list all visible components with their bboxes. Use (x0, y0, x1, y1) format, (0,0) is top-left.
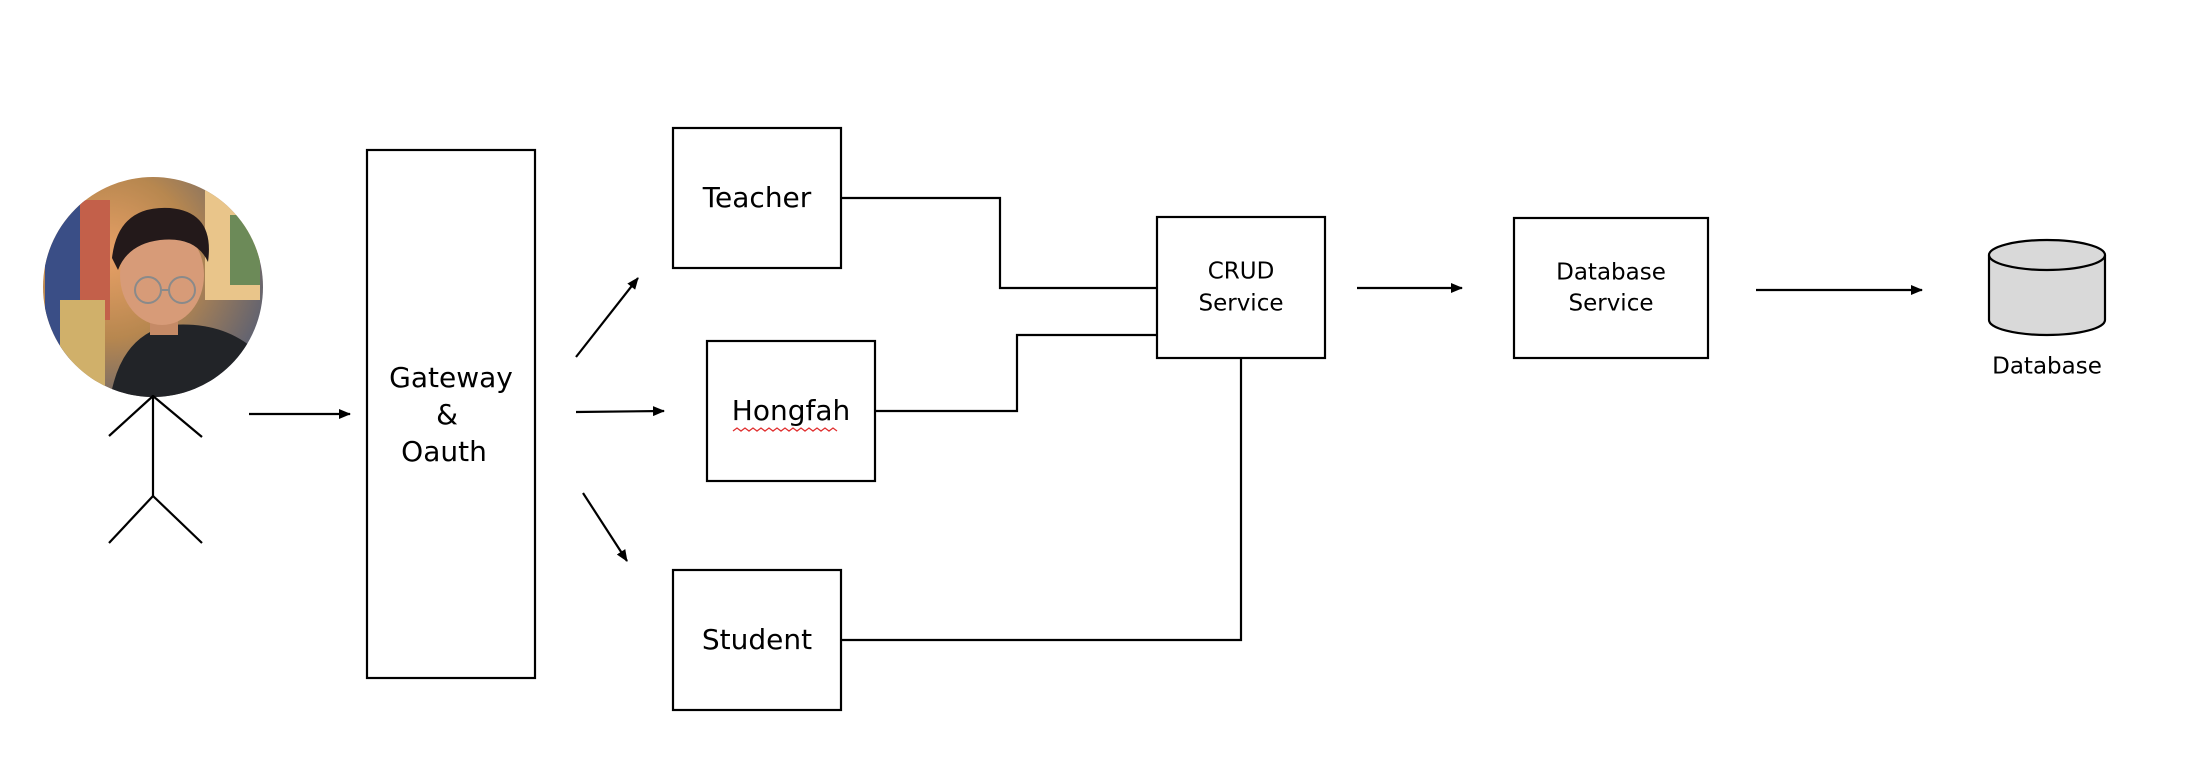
gateway-label-line3: Oauth (401, 435, 487, 468)
gateway-label-line2: & (436, 398, 458, 431)
teacher-node: Teacher (671, 126, 843, 270)
database-service-node: Database Service (1512, 216, 1710, 360)
crud-service-node: CRUD Service (1155, 215, 1327, 360)
database-label: Database (1992, 354, 2102, 380)
db-service-label-line1: Database (1556, 260, 1666, 286)
gateway-oauth-node: Gateway & Oauth (365, 148, 537, 680)
hongfah-node: Hongfah (705, 339, 877, 483)
connector-student-to-crud (841, 358, 1243, 642)
teacher-label: Teacher (702, 181, 812, 214)
crud-label-line1: CRUD (1208, 259, 1275, 285)
arrow-gateway-to-hongfah (575, 406, 665, 417)
stick-figure-icon (108, 395, 203, 544)
arrow-gateway-to-student (582, 492, 628, 562)
db-service-label-line2: Service (1568, 291, 1653, 317)
gateway-label-line1: Gateway (389, 361, 513, 394)
arrow-gateway-to-teacher (575, 277, 639, 358)
hongfah-label: Hongfah (732, 394, 850, 427)
database-cylinder-icon (1987, 238, 2107, 337)
connector-teacher-to-crud (841, 196, 1157, 290)
spellcheck-underline (732, 427, 838, 432)
crud-label-line2: Service (1198, 291, 1283, 317)
user-avatar (43, 177, 263, 397)
connector-hongfah-to-crud (875, 333, 1157, 413)
student-label: Student (702, 623, 812, 656)
student-node: Student (671, 568, 843, 712)
